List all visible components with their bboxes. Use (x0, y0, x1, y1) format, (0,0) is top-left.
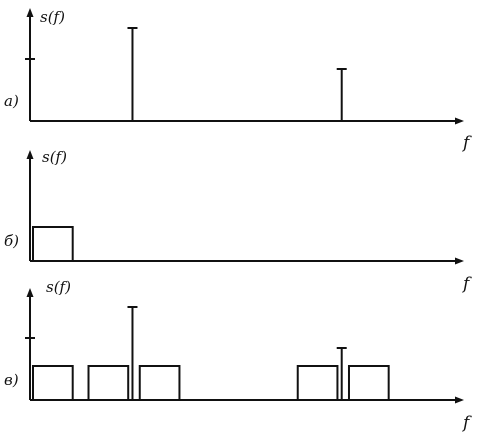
panel-c-x-label: f (461, 413, 472, 433)
panel-a-x-label: f (461, 133, 472, 153)
panel-a-label: а) (4, 92, 19, 110)
panel-c-marks (25, 306, 390, 401)
panel-c-x-axis-arrow (455, 396, 464, 404)
panel-a-y-axis-arrow (26, 8, 34, 17)
panel-c-y-label: s(f) (46, 278, 71, 296)
panel-a-y-label: s(f) (40, 8, 65, 26)
panel-a-marks (25, 27, 347, 121)
panel-b-marks (32, 226, 74, 262)
panel-b-x-label: f (461, 274, 472, 294)
panel-c-y-axis-arrow (26, 288, 34, 297)
panel-c-spectrum-box-1 (32, 365, 74, 401)
panel-b: б) s(f) f (4, 148, 472, 294)
panel-b-y-axis-arrow (26, 150, 34, 159)
panel-b-spectrum-box-1 (32, 226, 74, 262)
panel-c-spectrum-box-3 (138, 365, 181, 401)
panel-c-spectrum-box-5 (347, 365, 390, 401)
panel-a: а) s(f) f (4, 8, 472, 153)
panel-b-label: б) (4, 232, 19, 250)
panel-c: в) s(f) f (4, 278, 472, 433)
panel-b-y-label: s(f) (42, 148, 67, 166)
panel-b-x-axis-arrow (455, 257, 464, 265)
panel-c-label: в) (4, 371, 19, 389)
panel-c-spectrum-box-4 (296, 365, 339, 401)
panel-c-spectrum-box-2 (87, 365, 130, 401)
panel-a-x-axis-arrow (455, 117, 464, 125)
